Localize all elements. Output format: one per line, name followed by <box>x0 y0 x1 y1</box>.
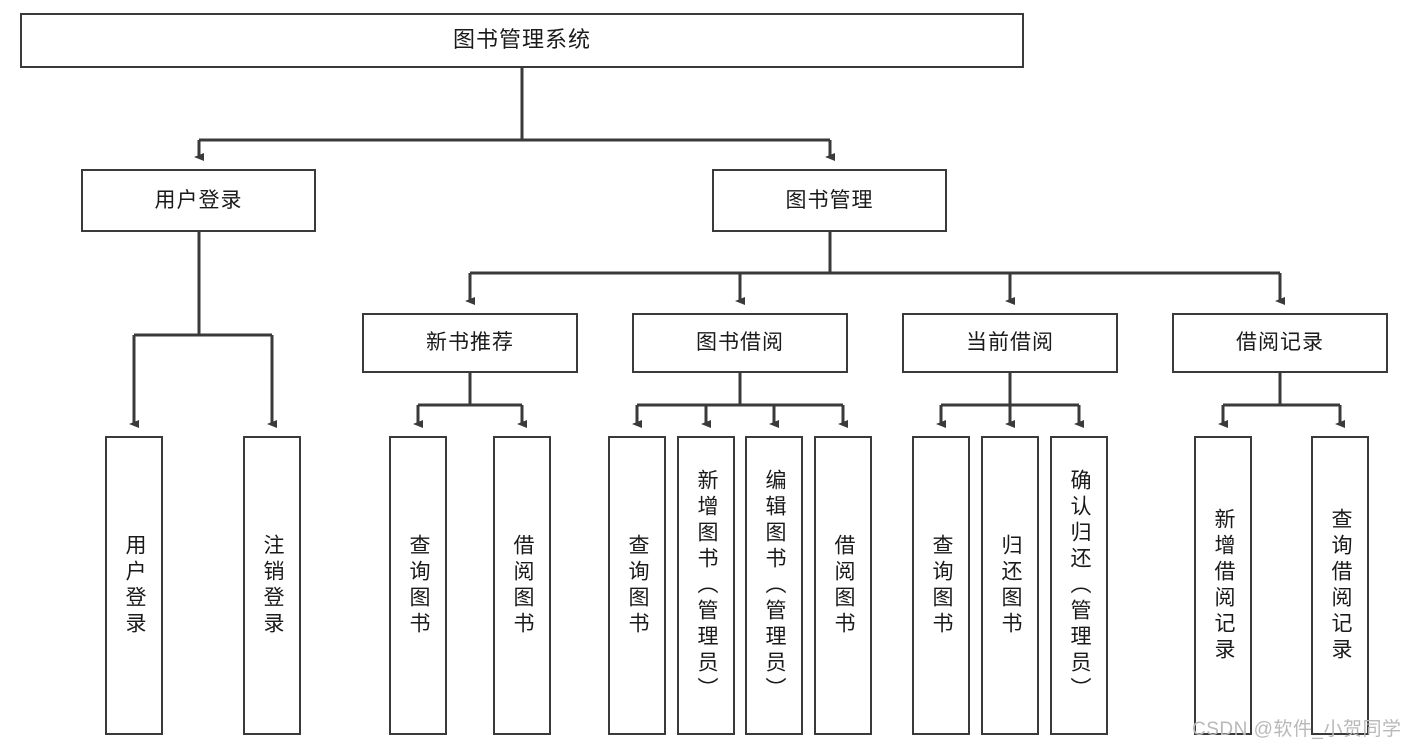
node-user-login[interactable]: 用户登录 <box>81 169 316 232</box>
node-new-book-recommend[interactable]: 新书推荐 <box>362 313 578 373</box>
leaf-borrow-borrow-book[interactable]: 借阅图书 <box>814 436 872 735</box>
node-root-system[interactable]: 图书管理系统 <box>20 13 1024 68</box>
node-book-borrow[interactable]: 图书借阅 <box>632 313 848 373</box>
watermark-text: CSDN @软件_小贺同学 <box>1192 719 1402 740</box>
leaf-user-login-signout[interactable]: 注销登录 <box>243 436 301 735</box>
leaf-record-add-record[interactable]: 新增借阅记录 <box>1194 436 1252 735</box>
leaf-new-book-borrow[interactable]: 借阅图书 <box>493 436 551 735</box>
node-borrow-record[interactable]: 借阅记录 <box>1172 313 1388 373</box>
leaf-borrow-edit-book[interactable]: 编辑图书（管理员） <box>745 436 803 735</box>
leaf-current-confirm-return[interactable]: 确认归还（管理员） <box>1050 436 1108 735</box>
leaf-record-query-record[interactable]: 查询借阅记录 <box>1311 436 1369 735</box>
node-book-management[interactable]: 图书管理 <box>712 169 947 232</box>
node-current-borrow[interactable]: 当前借阅 <box>902 313 1118 373</box>
leaf-new-book-query[interactable]: 查询图书 <box>389 436 447 735</box>
leaf-borrow-add-book[interactable]: 新增图书（管理员） <box>677 436 735 735</box>
leaf-current-query-book[interactable]: 查询图书 <box>912 436 970 735</box>
leaf-borrow-query-book[interactable]: 查询图书 <box>608 436 666 735</box>
leaf-user-login-signin[interactable]: 用户登录 <box>105 436 163 735</box>
leaf-current-return-book[interactable]: 归还图书 <box>981 436 1039 735</box>
